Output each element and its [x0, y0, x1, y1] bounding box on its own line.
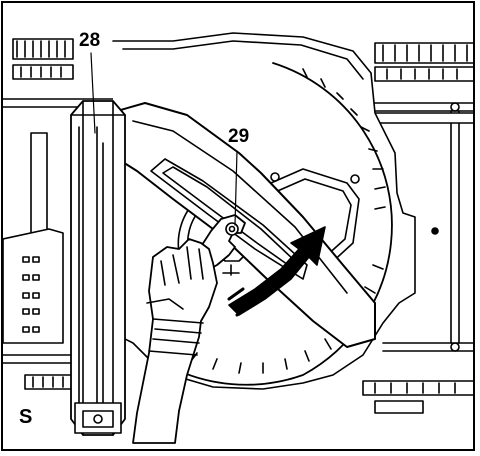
callout-28: 28 [79, 30, 101, 51]
mower-deck-illustration [3, 32, 473, 444]
wooden-block-icon [70, 100, 126, 436]
wheel-front-left-icon [12, 38, 74, 80]
leader-28 [90, 52, 96, 134]
wheel-front-right-icon [374, 42, 473, 82]
leader-29 [234, 150, 238, 226]
rotation-arrow-icon [227, 226, 326, 317]
illustration-frame: 28 29 S [1, 1, 475, 451]
leader-lines [90, 52, 238, 226]
gloved-hand-icon [132, 238, 218, 444]
panel-letter: S [19, 406, 33, 428]
wheel-rear-right-icon [362, 380, 473, 414]
callout-29: 29 [228, 126, 250, 147]
side-panel [3, 228, 64, 344]
